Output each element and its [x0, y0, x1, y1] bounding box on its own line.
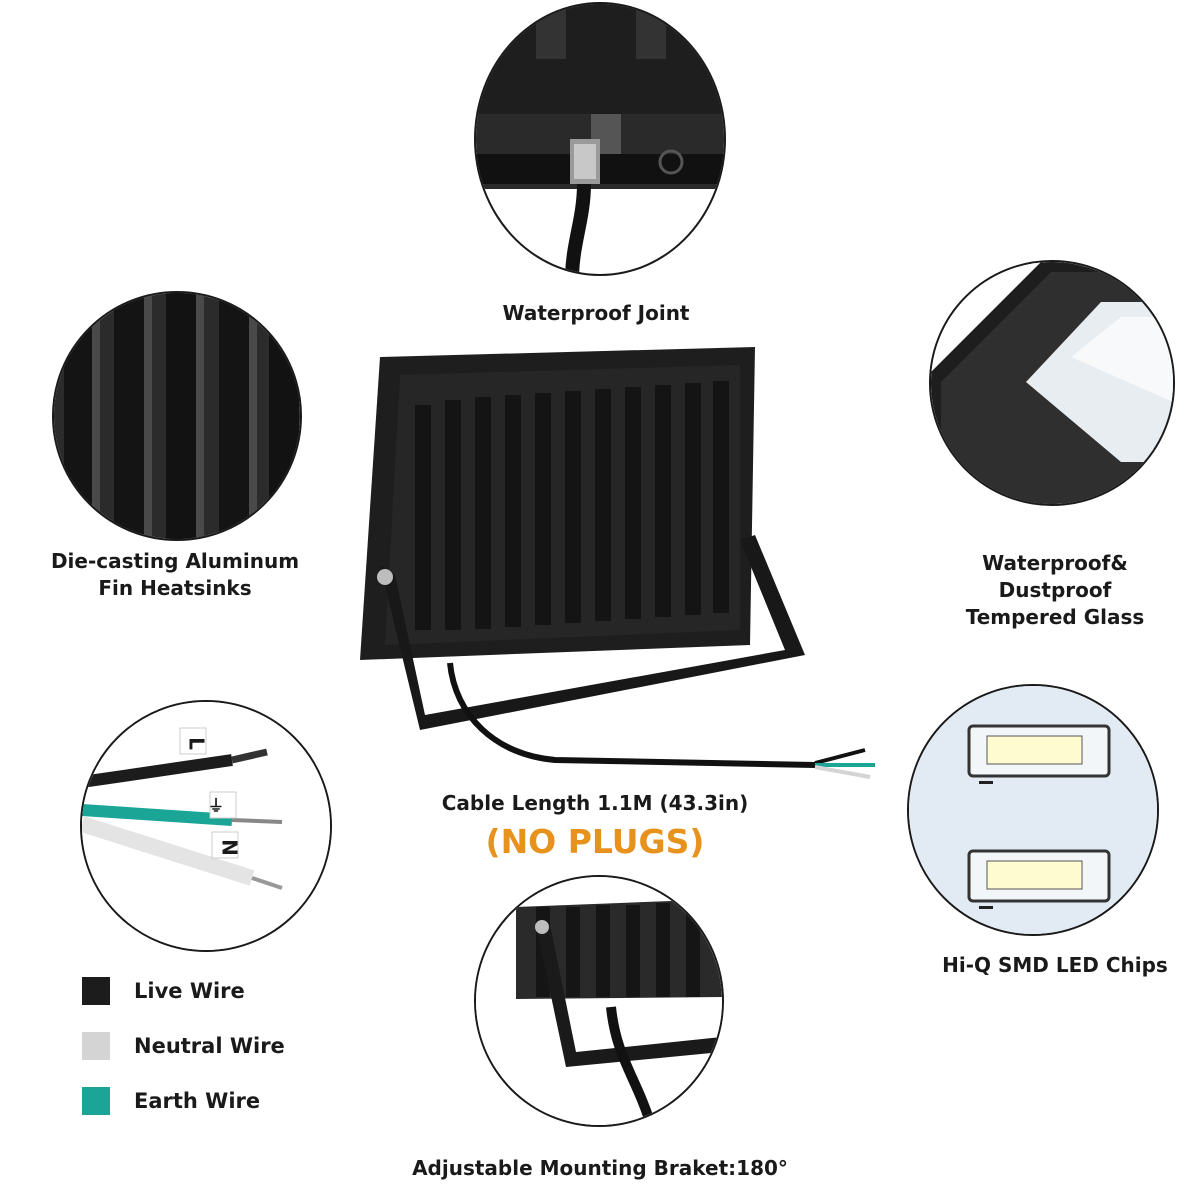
waterproof-joint-label: Waterproof Joint — [502, 301, 690, 325]
tempered-glass-detail — [929, 260, 1175, 506]
wire-marker-neutral: N — [217, 839, 242, 856]
waterproof-joint-detail — [474, 2, 726, 276]
live-wire-swatch — [82, 977, 110, 1005]
flood-light-image — [360, 347, 875, 779]
heatsink-detail — [52, 291, 302, 541]
heatsink-image — [54, 293, 300, 539]
wire-detail — [80, 700, 332, 952]
legend-label: Live Wire — [134, 979, 245, 1003]
legend-item-live: Live Wire — [82, 975, 285, 1007]
legend-item-neutral: Neutral Wire — [82, 1030, 285, 1062]
waterproof-joint-image — [476, 4, 724, 274]
wire-legend: Live Wire Neutral Wire Earth Wire — [82, 975, 285, 1140]
led-chips-image — [909, 686, 1157, 934]
no-plugs-notice: (NO PLUGS) — [485, 822, 705, 861]
wire-marker-live: L — [184, 737, 209, 750]
wire-image — [82, 702, 330, 950]
flood-light-back-view — [345, 345, 890, 790]
legend-label: Neutral Wire — [134, 1034, 285, 1058]
bracket-label: Adjustable Mounting Braket:180° — [412, 1156, 788, 1180]
led-chips-label: Hi-Q SMD LED Chips — [942, 953, 1168, 977]
wire-marker-earth: ⏚ — [207, 796, 224, 815]
tempered-glass-label: Waterproof& Dustproof Tempered Glass — [965, 551, 1145, 629]
cable-length-label: Cable Length 1.1M (43.3in) — [441, 791, 749, 815]
legend-label: Earth Wire — [134, 1089, 261, 1113]
legend-item-earth: Earth Wire — [82, 1085, 285, 1117]
neutral-wire-swatch — [82, 1032, 110, 1060]
tempered-glass-image — [931, 262, 1173, 504]
bracket-image — [476, 877, 722, 1125]
bracket-detail — [474, 875, 724, 1127]
heatsink-label: Die-casting Aluminum Fin Heatsinks — [50, 549, 300, 600]
led-chips-detail — [907, 684, 1159, 936]
earth-wire-swatch — [82, 1087, 110, 1115]
